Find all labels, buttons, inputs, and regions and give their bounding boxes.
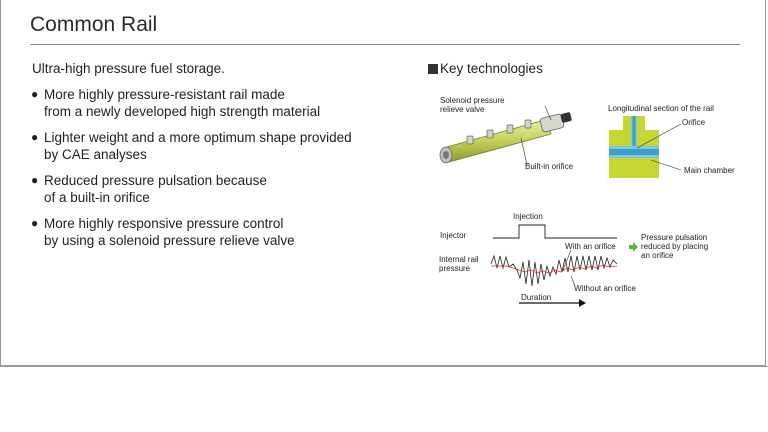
list-item-text: Lighter weight and a more optimum shape … [44,130,352,162]
without-orifice-trace [490,254,618,287]
injector-signal [493,224,617,239]
solenoid-valve-label: Solenoid pressure relieve valve [440,96,505,114]
built-in-orifice-label: Built-in orifice [525,162,574,171]
rail-pressure-label: Internal rail pressure [439,255,479,273]
key-technologies-label: Key technologies [440,61,543,76]
subtitle: Ultra-high pressure fuel storage. [32,61,225,76]
with-orifice-label: With an orifice [565,242,616,251]
footer-divider [0,366,768,367]
section-title: Longitudinal section of the rail [608,104,714,113]
title-divider [30,44,740,45]
orifice-label: Orifice [682,118,706,127]
list-item: ● More highly pressure-resistant rail ma… [31,86,411,120]
rail-section-illustration [609,116,682,178]
pulsation-result-label: Pressure pulsation reduced by placing an… [641,233,709,260]
key-technologies-heading: Key technologies [428,61,543,76]
result-arrow-icon [629,242,638,252]
common-rail-illustration [439,105,572,166]
injection-label: Injection [513,212,543,221]
list-item-text: More highly pressure-resistant rail made… [44,87,321,119]
injector-label: Injector [440,231,467,240]
feature-list: ● More highly pressure-resistant rail ma… [31,86,411,258]
duration-arrowhead-icon [579,299,586,307]
list-item-text: Reduced pressure pulsation because of a … [44,173,267,205]
pressure-pulsation-diagram [490,224,638,307]
without-orifice-label: Without an orifice [574,284,636,293]
main-chamber-label: Main chamber [684,166,735,175]
list-item: ● More highly responsive pressure contro… [31,215,411,249]
list-item: ● Lighter weight and a more optimum shap… [31,129,411,163]
bullet-icon: ● [31,130,39,144]
list-item: ● Reduced pressure pulsation because of … [31,172,411,206]
bullet-icon: ● [31,216,39,230]
page-title: Common Rail [30,13,158,36]
bullet-icon: ● [31,173,39,187]
duration-label: Duration [521,293,552,302]
square-bullet-icon [428,63,438,74]
list-item-text: More highly responsive pressure control … [44,216,295,248]
rail-body [439,112,572,164]
bullet-icon: ● [31,87,39,101]
with-orifice-trace [491,264,618,274]
slide: Common Rail Ultra-high pressure fuel sto… [0,0,766,366]
